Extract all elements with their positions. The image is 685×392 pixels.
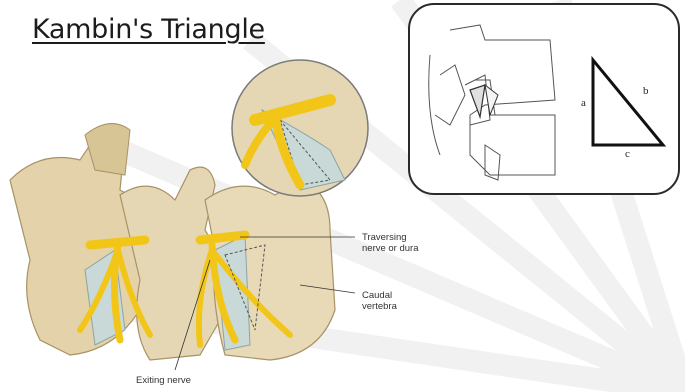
label-caudal-line1: Caudal: [362, 290, 397, 301]
label-traversing-line1: Traversing: [362, 232, 419, 243]
triangle-side-a: a: [581, 97, 586, 109]
label-caudal-line2: vertebra: [362, 301, 397, 312]
right-triangle: [593, 60, 663, 145]
triangle-side-b: b: [643, 85, 649, 97]
schematic-drawing: [410, 5, 680, 195]
schematic-inset: a b c: [408, 3, 680, 195]
triangle-side-c: c: [625, 148, 630, 160]
label-traversing-line2: nerve or dura: [362, 243, 419, 254]
label-exiting-nerve: Exiting nerve: [136, 375, 191, 386]
magnified-view: [232, 60, 368, 196]
label-traversing-nerve: Traversing nerve or dura: [362, 232, 419, 254]
label-exiting-line1: Exiting nerve: [136, 375, 191, 386]
label-caudal-vertebra: Caudal vertebra: [362, 290, 397, 312]
